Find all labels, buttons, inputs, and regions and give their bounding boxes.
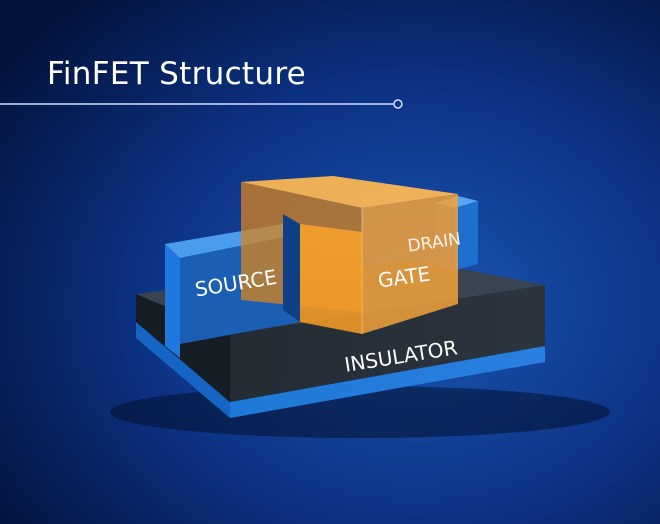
substrate-layer	[136, 322, 545, 418]
page-title: FinFET Structure	[47, 56, 307, 92]
title-underline-end-marker	[393, 99, 403, 109]
fin	[165, 196, 478, 358]
gate	[241, 176, 458, 334]
